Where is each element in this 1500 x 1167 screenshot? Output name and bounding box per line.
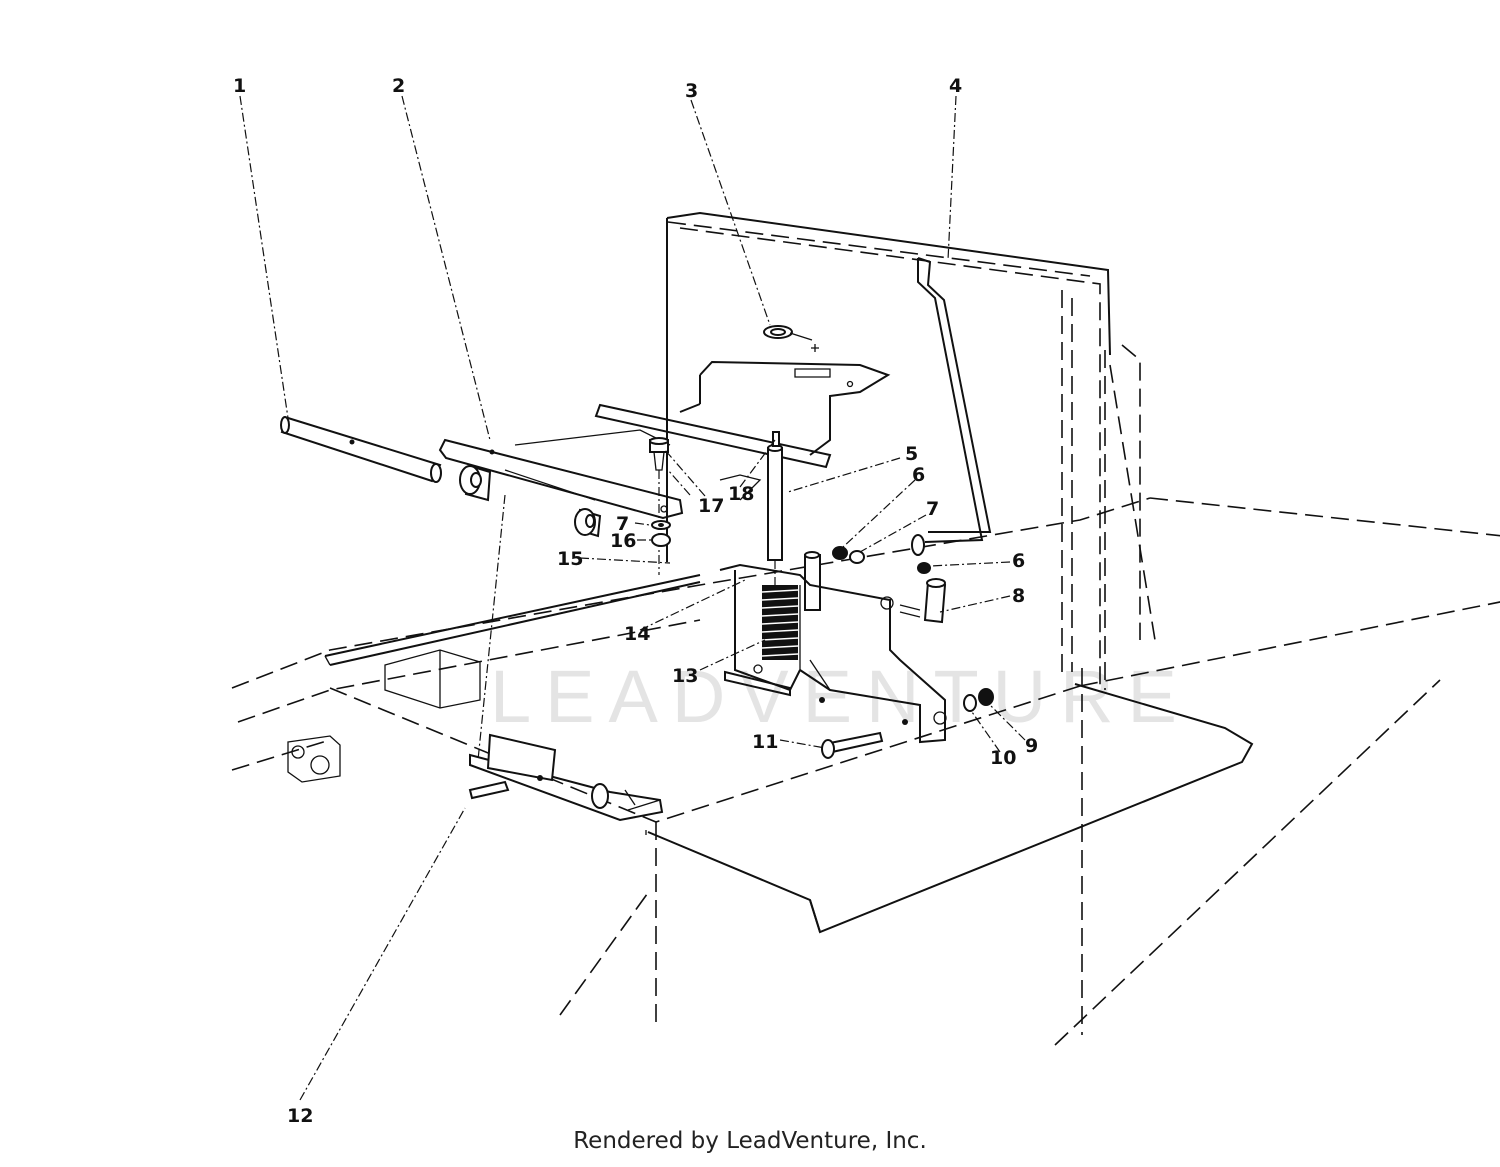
- spring-coil: [761, 585, 799, 660]
- callout-11: 11: [752, 731, 778, 753]
- callout-7b: 7: [926, 498, 939, 520]
- lower-left-bracket: [287, 735, 341, 783]
- lever-bushings: [459, 464, 602, 538]
- callout-17: 17: [698, 495, 724, 517]
- spring-bracket: [719, 563, 947, 744]
- callout-9: 9: [1025, 735, 1038, 757]
- callout-8: 8: [1012, 585, 1025, 607]
- callouts: 1 2 3 4 5 6 6 7 7 8 9 10 11 12 13 14 15 …: [233, 75, 1038, 1127]
- back-panel: [666, 211, 1111, 690]
- callout-6a: 6: [912, 464, 925, 486]
- hinge: [468, 733, 664, 822]
- callout-18: 18: [728, 483, 754, 505]
- mount-plate: [679, 360, 891, 456]
- right-deck: [627, 683, 1254, 934]
- callout-3: 3: [685, 80, 698, 102]
- pins: [767, 431, 821, 611]
- leader-lines: [239, 95, 1026, 1101]
- left-rail: [324, 574, 701, 709]
- watermark: LEADVENTURE: [490, 655, 1191, 738]
- callout-15: 15: [557, 548, 583, 570]
- callout-1: 1: [233, 75, 246, 97]
- frame-outline: [231, 344, 1500, 1046]
- callout-16: 16: [610, 530, 636, 552]
- rod-item-4: [911, 257, 992, 556]
- callout-6b: 6: [1012, 550, 1025, 572]
- footer-credit: Rendered by LeadVenture, Inc.: [573, 1128, 927, 1154]
- callout-10: 10: [990, 747, 1016, 769]
- callout-2: 2: [392, 75, 405, 97]
- callout-14: 14: [624, 623, 650, 645]
- upper-bar: [594, 403, 832, 469]
- callout-12: 12: [287, 1105, 313, 1127]
- callout-5: 5: [905, 443, 918, 465]
- callout-7a: 7: [616, 513, 629, 535]
- callout-13: 13: [672, 665, 698, 687]
- clip-item-3: [763, 325, 819, 352]
- callout-4: 4: [949, 75, 962, 97]
- rod-item-1: [280, 416, 442, 483]
- bolt-stack: [649, 437, 671, 575]
